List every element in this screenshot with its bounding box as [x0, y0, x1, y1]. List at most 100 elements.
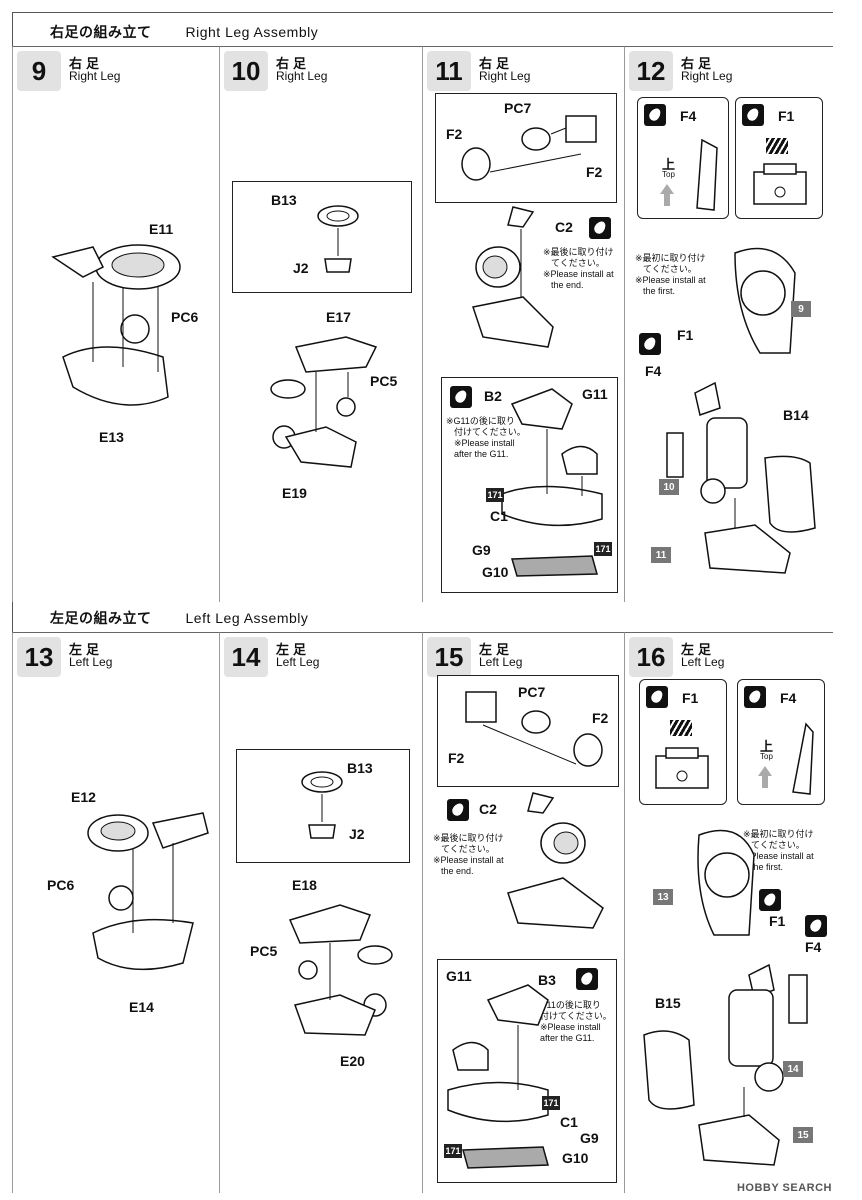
section-title-jp: 右足の組み立て — [50, 24, 152, 40]
detail-box-f4: F4 上 Top — [637, 97, 729, 219]
paint-brush-icon — [742, 104, 764, 126]
step-title-jp: 左足 — [69, 642, 104, 657]
arrow-up-icon-stem — [664, 194, 670, 206]
detail-box-f1: F1 — [735, 97, 823, 219]
part-label-b15: B15 — [655, 995, 681, 1011]
pc7-joint-illustration — [461, 115, 597, 181]
leg-parts-illustration — [288, 904, 393, 1036]
part-label-b14: B14 — [783, 407, 809, 423]
step-title-jp: 右足 — [276, 56, 311, 71]
marking-tag-171: 171 — [542, 1096, 560, 1110]
part-label-f4: F4 — [805, 939, 822, 955]
part-label-pc7: PC7 — [518, 684, 546, 700]
step-title-en: Left Leg — [479, 655, 523, 669]
detail-box: B13 J2 — [232, 181, 412, 293]
foot-sole-illustration — [447, 984, 549, 1169]
leg-assembly-illustration — [666, 247, 816, 574]
part-label-f2: F2 — [446, 126, 463, 142]
part-label-f1: F1 — [778, 108, 795, 124]
marking-tag-171: 171 — [486, 488, 504, 502]
part-label-j2: J2 — [293, 260, 309, 276]
paint-brush-icon — [759, 889, 781, 911]
reference-tag-15: 15 — [793, 1127, 813, 1143]
f4-part-illustration — [696, 138, 718, 211]
step-number: 14 — [224, 637, 268, 677]
part-label-e19: E19 — [282, 485, 307, 501]
foot-sole-illustration — [501, 388, 603, 577]
reference-tag-11: 11 — [651, 547, 671, 563]
step-title-jp: 右足 — [681, 56, 716, 71]
part-label-b13: B13 — [271, 192, 297, 208]
paint-brush-icon — [644, 104, 666, 126]
part-label-pc6: PC6 — [47, 877, 75, 893]
leg-parts-illustration — [270, 336, 378, 468]
paint-brush-icon — [639, 333, 661, 355]
leg-parts-illustration — [87, 812, 209, 971]
step-number: 10 — [224, 51, 268, 91]
part-label-j2: J2 — [349, 826, 365, 842]
detail-box: PC7 F2 F2 — [435, 93, 617, 203]
step-15-panel: 15 左足 Left Leg PC7 F2 F2 C2 ※最後に取り付けてくださ… — [422, 632, 625, 1193]
part-label-f2: F2 — [586, 164, 603, 180]
section-title-en: Right Leg Assembly — [185, 24, 319, 40]
part-label-e12: E12 — [71, 789, 96, 805]
step-10-panel: 10 右足 Right Leg B13 J2 E17 PC5 E19 — [219, 46, 423, 602]
step-16-panel: 16 左足 Left Leg F1 F4 上 Top ※最初に取り付けてください… — [624, 632, 833, 1193]
f1-part-illustration — [655, 747, 709, 789]
detail-box-f4: F4 上 Top — [737, 679, 825, 805]
paint-brush-icon — [805, 915, 827, 937]
decal-icon — [766, 138, 788, 154]
part-label-e20: E20 — [340, 1053, 365, 1069]
step-number: 16 — [629, 637, 673, 677]
part-label-g10: G10 — [482, 564, 509, 580]
part-label-c1: C1 — [490, 508, 508, 524]
foot-illustration — [507, 792, 604, 929]
part-label-c2: C2 — [555, 219, 573, 235]
part-label-e17: E17 — [326, 309, 351, 325]
part-label-pc5: PC5 — [370, 373, 398, 389]
part-label-f2: F2 — [592, 710, 609, 726]
step-number: 9 — [17, 51, 61, 91]
page-frame — [12, 12, 833, 1193]
part-label-f4: F4 — [780, 690, 797, 706]
part-label-f1: F1 — [682, 690, 699, 706]
pc7-joint-illustration — [465, 691, 603, 767]
reference-tag-10: 10 — [659, 479, 679, 495]
paint-brush-icon — [744, 686, 766, 708]
step-title-en: Right Leg — [681, 69, 733, 83]
part-label-f4: F4 — [680, 108, 697, 124]
arrow-up-icon-stem — [762, 776, 768, 788]
step-number: 13 — [17, 637, 61, 677]
part-label-f4: F4 — [645, 363, 662, 379]
part-label-g11: G11 — [446, 968, 472, 984]
part-label-f1: F1 — [677, 327, 694, 343]
top-direction-label-en: Top — [662, 170, 675, 179]
arrow-up-icon — [660, 184, 674, 194]
top-direction-label: 上 — [662, 157, 676, 172]
step-title-en: Right Leg — [69, 69, 121, 83]
f4-part-illustration — [792, 722, 814, 795]
detail-box-f1: F1 — [639, 679, 727, 805]
part-label-pc7: PC7 — [504, 100, 532, 116]
step-9-panel: 9 右足 Right Leg E11 PC6 E13 — [12, 46, 220, 602]
part-label-e11: E11 — [149, 221, 174, 237]
part-label-f2: F2 — [448, 750, 465, 766]
step-title-jp: 左足 — [276, 642, 311, 657]
step-title-en: Right Leg — [276, 69, 328, 83]
marking-tag-171: 171 — [444, 1144, 462, 1158]
section-title-en: Left Leg Assembly — [185, 610, 309, 626]
part-label-g11: G11 — [582, 386, 608, 402]
reference-tag-14: 14 — [783, 1061, 803, 1077]
part-label-c1: C1 — [560, 1114, 578, 1130]
step-title-jp: 左足 — [681, 642, 716, 657]
part-label-e14: E14 — [129, 999, 154, 1015]
watermark-logo: HOBBY SEARCH — [736, 1182, 832, 1194]
step-14-panel: 14 左足 Left Leg B13 J2 E18 PC5 E20 — [219, 632, 423, 1193]
part-label-f1: F1 — [769, 913, 786, 929]
step-title-jp: 左足 — [479, 642, 514, 657]
